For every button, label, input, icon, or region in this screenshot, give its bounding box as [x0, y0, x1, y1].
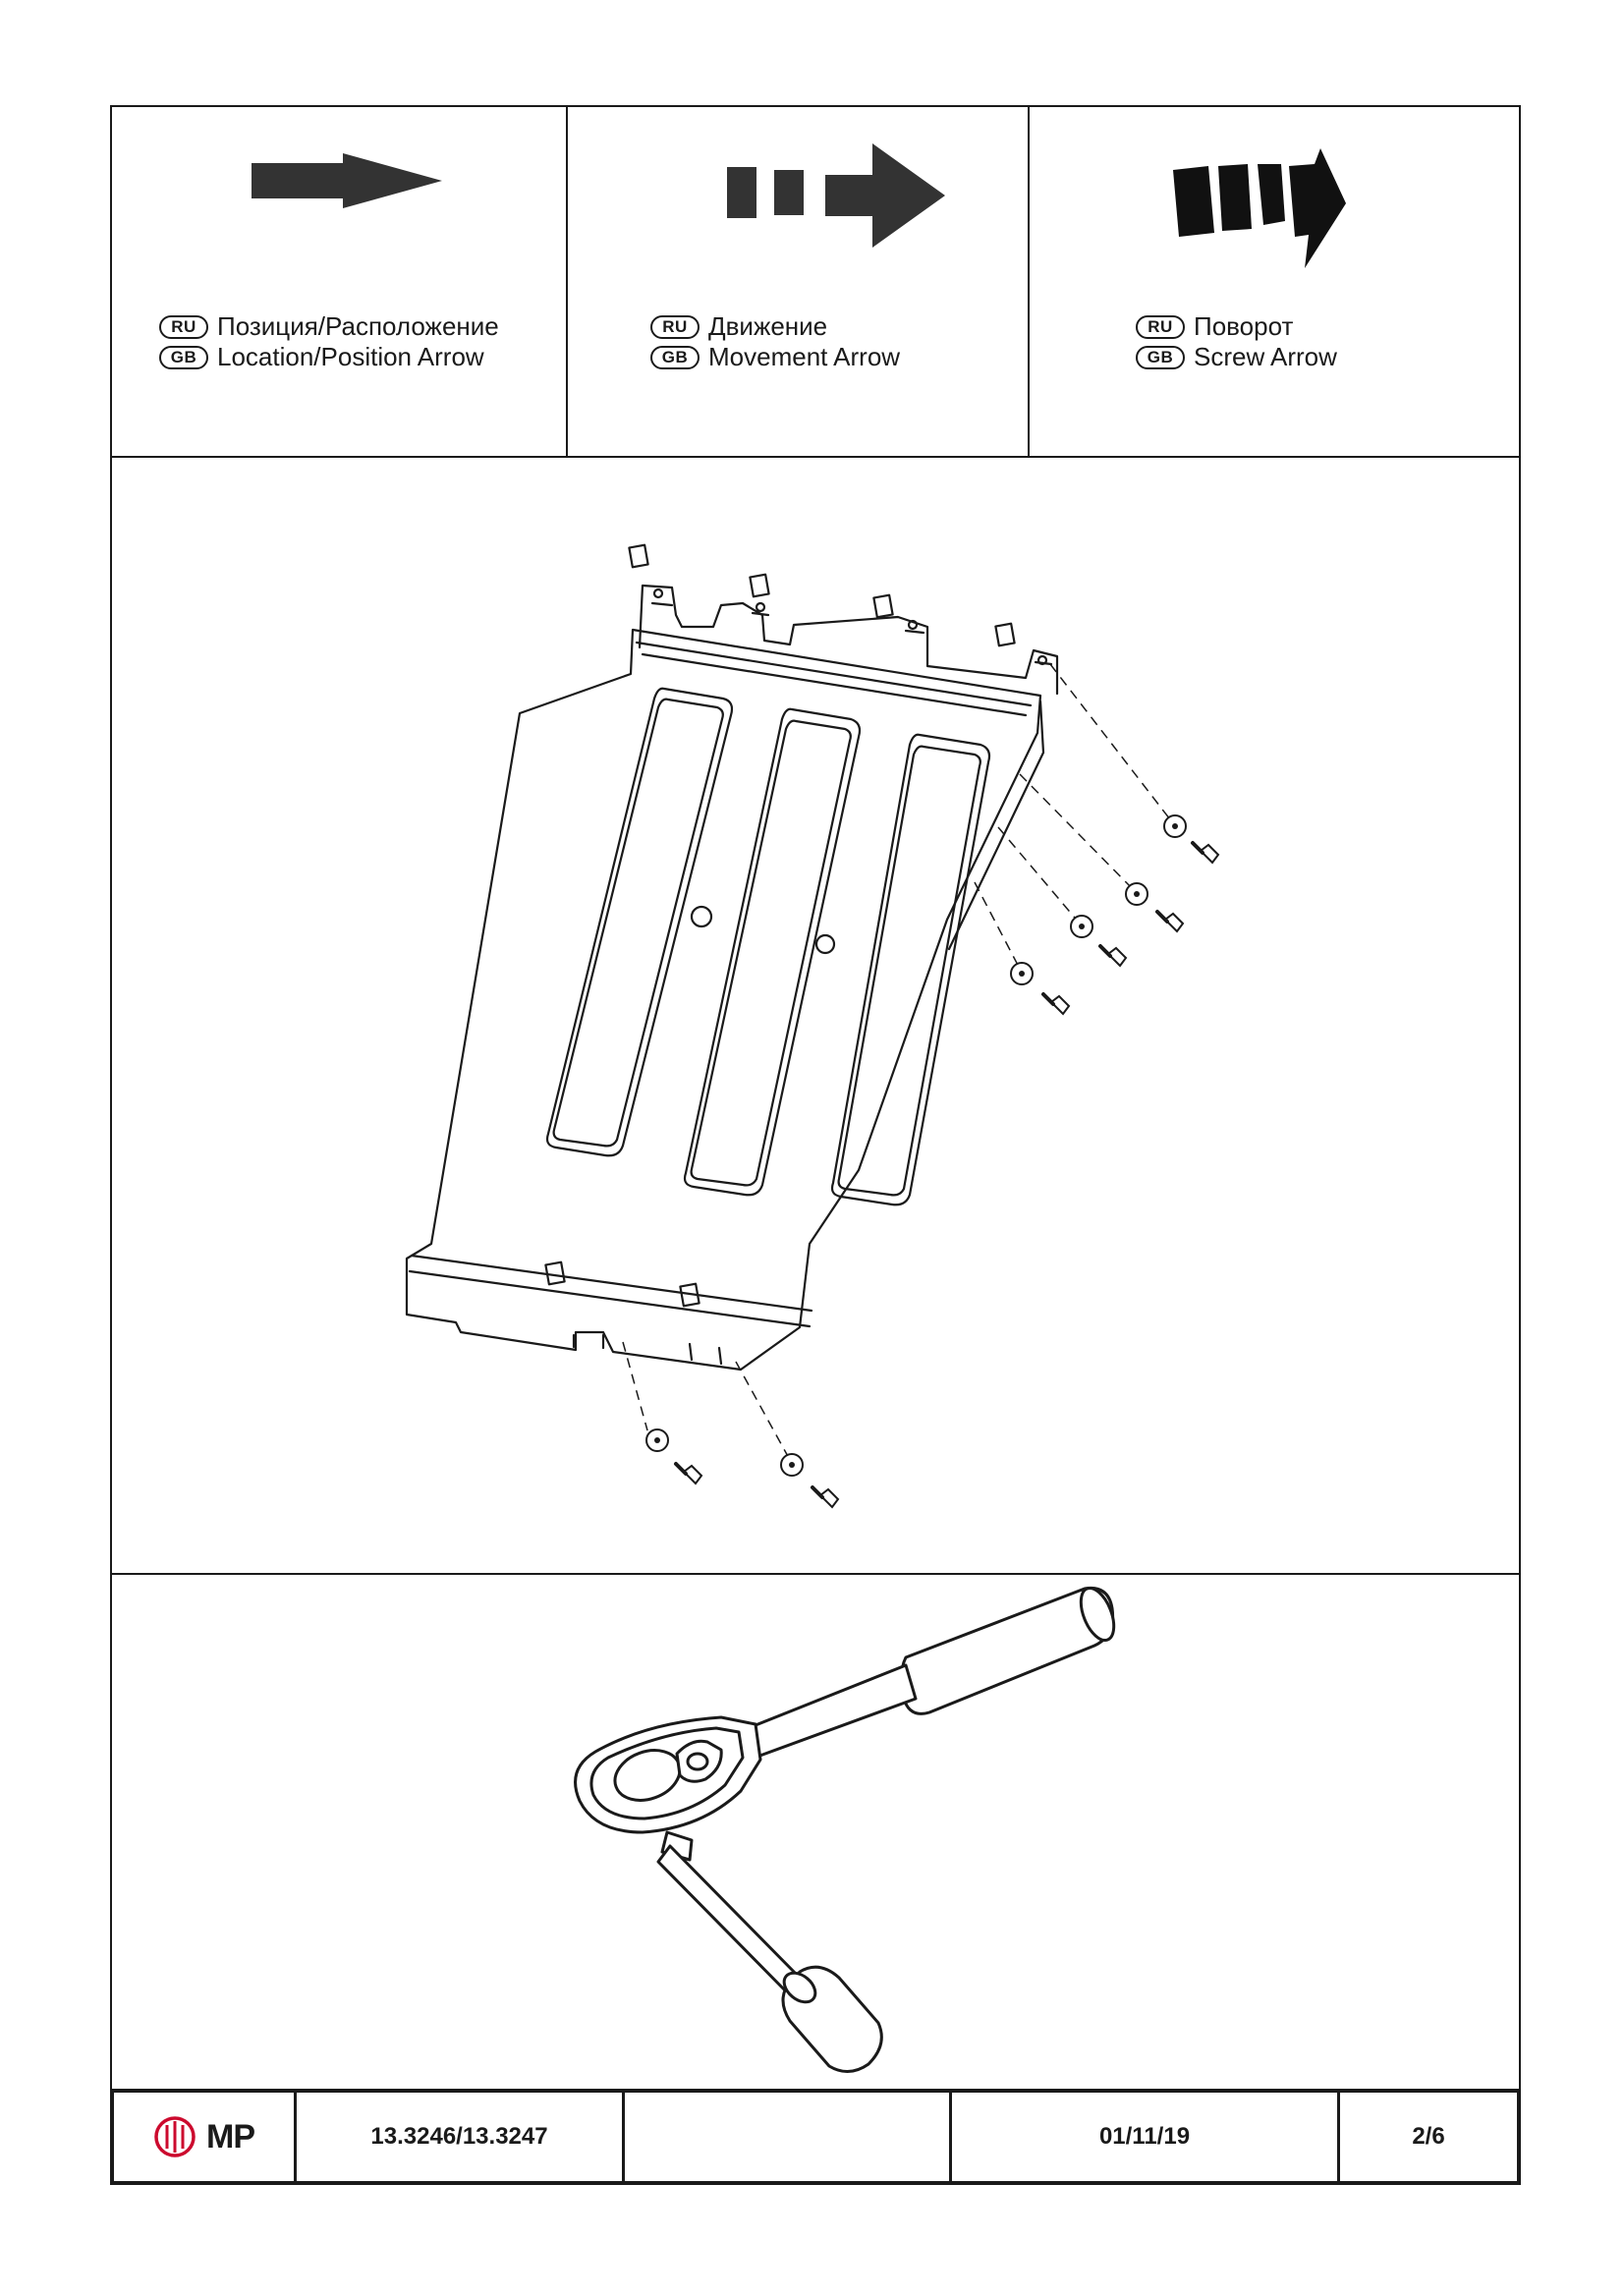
screw-arrow-icon [1173, 148, 1346, 268]
legend-gb-label: Screw Arrow [1194, 342, 1337, 371]
legend-screw: RU Поворот GB Screw Arrow [1030, 107, 1521, 456]
assembly-diagram [112, 458, 1519, 1575]
ru-badge: RU [1136, 314, 1185, 339]
legend-gb-label: Movement Arrow [708, 342, 901, 371]
legend-screw-text: RU Поворот GB Screw Arrow [1136, 311, 1337, 372]
ru-badge: RU [159, 314, 208, 339]
page-number: 2/6 [1412, 2123, 1445, 2150]
date: 01/11/19 [952, 2093, 1340, 2181]
gb-badge: GB [650, 345, 700, 369]
tool-area [112, 1575, 1519, 2093]
title-block: МР 13.3246/13.3247 01/11/19 2/6 [110, 2089, 1521, 2185]
blank-cell [625, 2093, 952, 2181]
ratchet-wrench-icon [574, 1586, 1116, 2073]
mp-logo-icon [154, 2116, 196, 2157]
gb-badge: GB [159, 345, 208, 369]
gb-badge: GB [1136, 345, 1185, 369]
movement-arrow-icon [727, 143, 945, 248]
legend-ru-label: Позиция/Расположение [217, 311, 499, 341]
drawing-frame: RU Позиция/Расположение GB Location/Positi… [110, 105, 1521, 2185]
logo-text: МР [206, 2117, 255, 2156]
legend-location: RU Позиция/Расположение GB Location/Positi… [112, 107, 568, 456]
arrow-legend: RU Позиция/Расположение GB Location/Positi… [112, 107, 1519, 458]
ru-badge: RU [650, 314, 700, 339]
legend-ru-label: Движение [708, 311, 828, 341]
legend-ru-label: Поворот [1194, 311, 1294, 341]
legend-movement-text: RU Движение GB Movement Arrow [650, 311, 900, 372]
part-number: 13.3246/13.3247 [297, 2093, 625, 2181]
legend-location-text: RU Позиция/Расположение GB Location/Positi… [159, 311, 499, 372]
legend-movement: RU Движение GB Movement Arrow [568, 107, 1030, 456]
skid-plate-assembly-icon [405, 543, 1220, 1509]
location-arrow-icon [252, 153, 442, 208]
legend-gb-label: Location/Position Arrow [217, 342, 484, 371]
logo-cell: МР [114, 2093, 297, 2181]
company-logo: МР [153, 2115, 255, 2158]
